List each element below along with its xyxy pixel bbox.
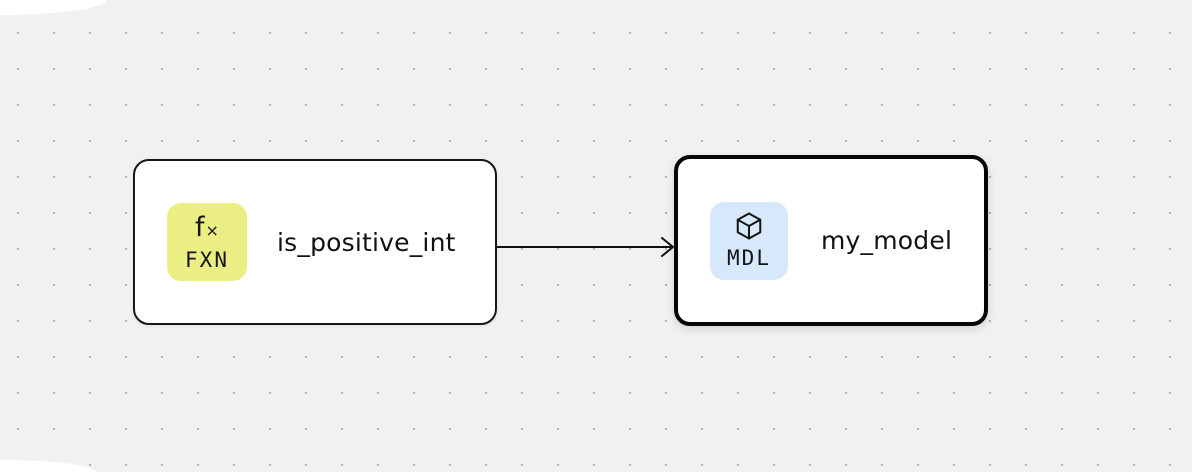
function-badge: f× FXN	[167, 203, 247, 281]
edge-arrow[interactable]	[496, 233, 679, 261]
badge-type-label: FXN	[185, 248, 229, 272]
cube-icon	[734, 211, 764, 241]
node-my-model[interactable]: MDL my_model	[674, 155, 988, 326]
function-icon: f×	[195, 212, 219, 243]
canvas-corner-bottom-left	[0, 460, 96, 472]
node-is-positive-int[interactable]: f× FXN is_positive_int	[133, 159, 497, 325]
node-label: my_model	[821, 226, 953, 255]
badge-type-label: MDL	[727, 246, 771, 270]
node-label: is_positive_int	[277, 227, 456, 257]
model-badge: MDL	[710, 201, 788, 280]
canvas-corner-top-left	[0, 0, 106, 15]
